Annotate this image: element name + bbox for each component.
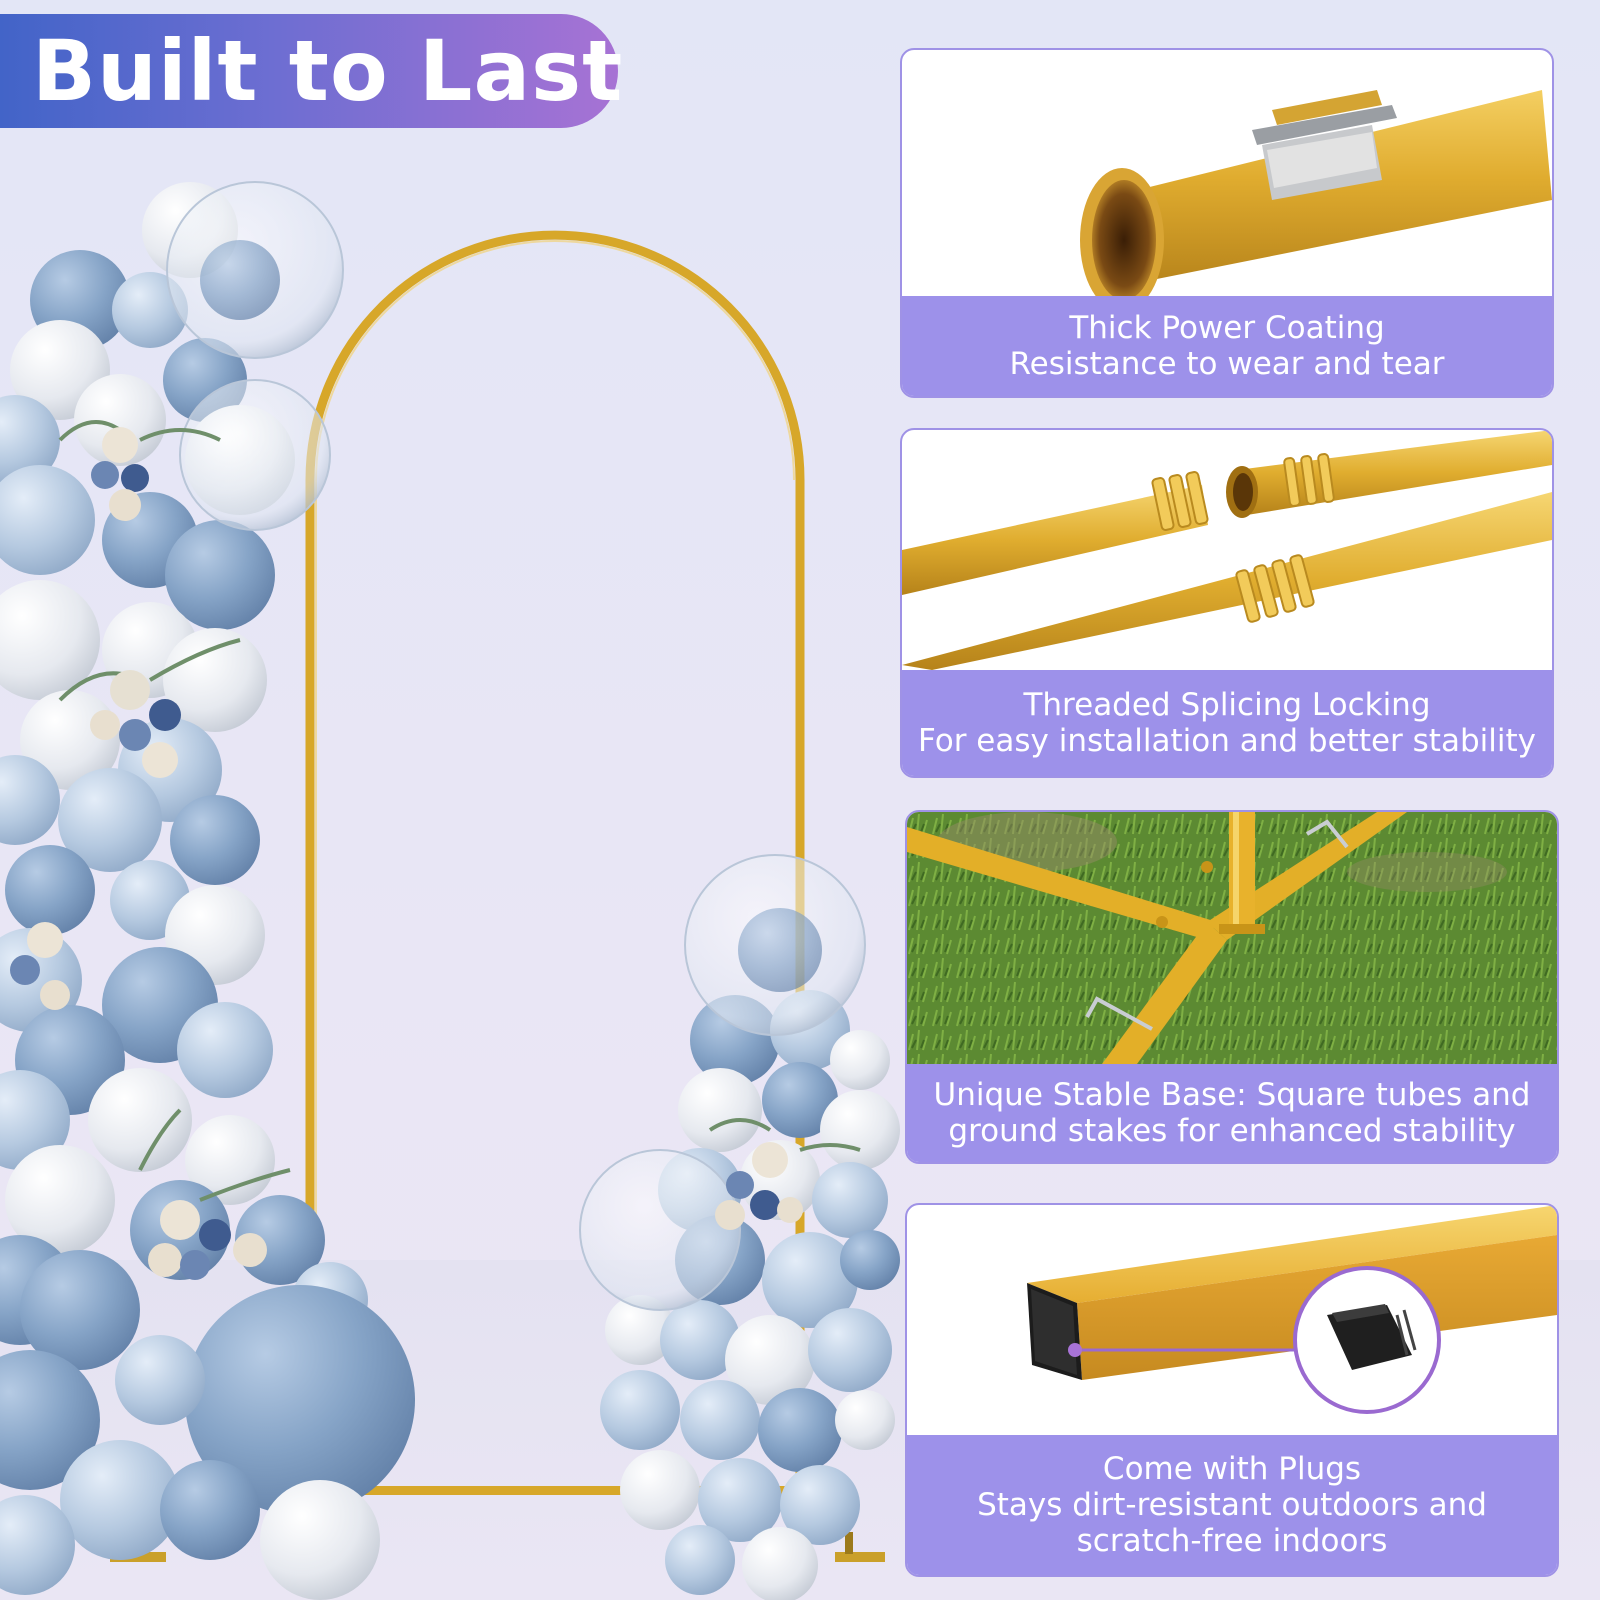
page-title: Built to Last: [32, 22, 624, 120]
feature-subtitle: Stays dirt-resistant outdoors and: [977, 1487, 1487, 1523]
threaded-gold-poles-image: [902, 430, 1552, 670]
flower-cluster-right: [708, 1118, 861, 1230]
feature-subtitle: Resistance to wear and tear: [1009, 346, 1445, 382]
feature-caption: Come with Plugs Stays dirt-resistant out…: [907, 1435, 1557, 1575]
feature-subtitle: ground stakes for enhanced stability: [948, 1113, 1516, 1149]
flower-cluster-left: [10, 420, 291, 1280]
feature-caption: Threaded Splicing Locking For easy insta…: [902, 670, 1552, 776]
clip-icon: [1252, 90, 1397, 200]
feature-card-threaded: Threaded Splicing Locking For easy insta…: [900, 428, 1554, 778]
feature-card-plugs: Come with Plugs Stays dirt-resistant out…: [905, 1203, 1559, 1577]
title-banner: Built to Last: [0, 14, 622, 128]
feature-title: Come with Plugs: [1102, 1451, 1362, 1487]
feature-title: Unique Stable Base: Square tubes and: [933, 1077, 1531, 1113]
feature-caption: Unique Stable Base: Square tubes and gro…: [907, 1064, 1557, 1162]
right-balloon-garland: [579, 854, 900, 1600]
left-balloon-garland: [0, 181, 415, 1600]
feature-card-coating: Thick Power Coating Resistance to wear a…: [900, 48, 1554, 398]
feature-card-base: Unique Stable Base: Square tubes and gro…: [905, 810, 1559, 1164]
square-tube-with-plug-image: [1027, 1205, 1557, 1414]
plug-zoom-icon: [1293, 1266, 1441, 1414]
gold-base-on-grass-image: [907, 812, 1557, 1064]
feature-subtitle: For easy installation and better stabili…: [918, 723, 1536, 759]
ground-stake-icon: [1085, 819, 1349, 1031]
feature-subtitle-line-2: scratch-free indoors: [1076, 1523, 1388, 1559]
feature-title: Threaded Splicing Locking: [1023, 687, 1431, 723]
gold-tube-cross-section-image: [1080, 90, 1552, 300]
feature-title: Thick Power Coating: [1069, 310, 1385, 346]
feature-caption: Thick Power Coating Resistance to wear a…: [902, 296, 1552, 396]
